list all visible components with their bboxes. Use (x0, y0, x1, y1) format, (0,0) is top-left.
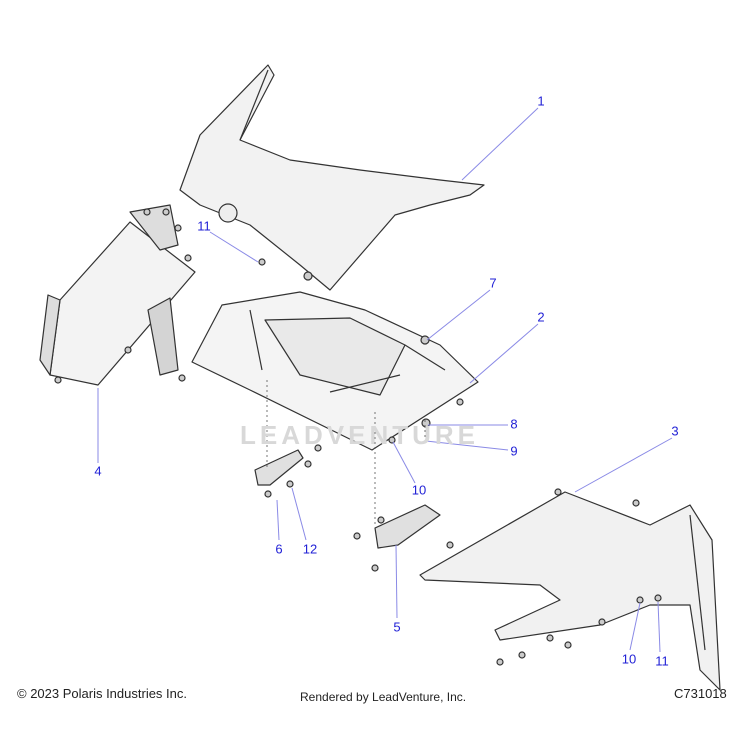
diagram-code: C731018 (674, 686, 727, 701)
callout-10[interactable]: 10 (621, 651, 637, 667)
callout-12[interactable]: 12 (302, 541, 318, 557)
callout-8[interactable]: 8 (510, 416, 518, 432)
callout-7[interactable]: 7 (489, 275, 497, 291)
callout-3[interactable]: 3 (671, 423, 679, 439)
leader-lines (97, 107, 673, 653)
callout-11[interactable]: 11 (197, 218, 211, 234)
rendered-by-text: Rendered by LeadVenture, Inc. (300, 690, 467, 704)
callout-5[interactable]: 5 (393, 619, 401, 635)
copyright-text: © 2023 Polaris Industries Inc. (17, 686, 187, 701)
watermark: LEADVENTURE (240, 420, 480, 450)
part-3-side-panel (419, 491, 721, 691)
callout-4[interactable]: 4 (94, 463, 102, 479)
callout-10[interactable]: 10 (411, 482, 427, 498)
callout-6[interactable]: 6 (275, 541, 283, 557)
part-6-bracket (254, 449, 304, 486)
callout-11[interactable]: 11 (655, 653, 669, 669)
callout-2[interactable]: 2 (537, 309, 545, 325)
part-1-hood (179, 64, 485, 291)
callout-1[interactable]: 1 (537, 93, 545, 109)
callout-9[interactable]: 9 (510, 443, 518, 459)
part-5-bracket (374, 504, 441, 549)
